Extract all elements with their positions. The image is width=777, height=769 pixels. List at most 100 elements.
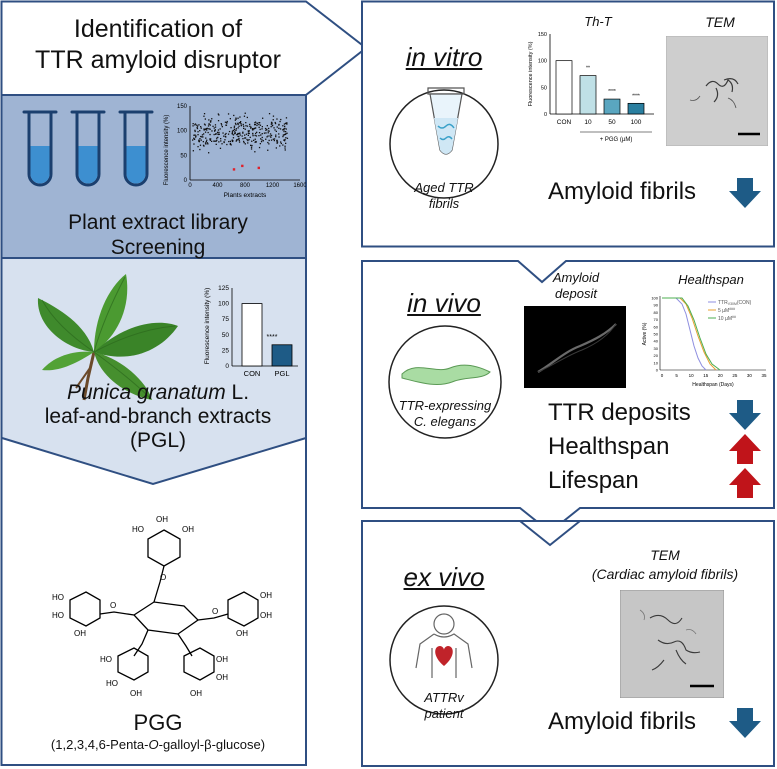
scatter-point: [225, 124, 228, 126]
svg-text:TTRV30M(CON): TTRV30M(CON): [718, 300, 752, 306]
scatter-point: [254, 151, 256, 153]
scatter-point: [263, 132, 266, 134]
scatter-point: [196, 124, 198, 126]
scatter-point: [229, 118, 231, 120]
scatter-point: [200, 127, 202, 129]
scatter-point: [285, 137, 287, 139]
scatter-point: [227, 133, 230, 135]
scatter-point: [261, 136, 263, 139]
scatter-point: [235, 128, 237, 130]
scatter-point: [245, 125, 247, 127]
scatter-point: [209, 124, 211, 126]
scatter-point: [202, 136, 204, 138]
scatter-point: [214, 130, 216, 132]
scatter-point: [243, 127, 245, 129]
scatter-point: [198, 139, 200, 141]
scatter-point: [199, 148, 201, 151]
scatter-point: [205, 128, 208, 130]
scatter-point: [246, 116, 248, 119]
scatter-point: [242, 132, 244, 134]
scatter-point: [258, 146, 261, 149]
invitro-sig: ****: [632, 93, 640, 99]
scatter-point: [279, 120, 281, 123]
scatter-point: [252, 135, 254, 137]
scatter-point: [272, 138, 274, 140]
scatter-point: [233, 125, 236, 127]
scatter-point: [273, 138, 276, 140]
scatter-point: [282, 134, 284, 136]
scatter-point: [278, 123, 280, 126]
test-tubes-icon: [22, 110, 154, 187]
scatter-point: [267, 141, 269, 144]
scatter-point: [209, 139, 211, 141]
scatter-point: [254, 138, 256, 140]
scatter-point: [213, 140, 215, 142]
scatter-point: [231, 130, 234, 132]
scatter-point: [215, 133, 217, 135]
scatter-point: [197, 131, 199, 133]
scatter-point: [227, 113, 230, 115]
scatter-point: [270, 126, 272, 128]
arrow-down-icon: [729, 178, 761, 208]
scatter-point: [237, 117, 239, 119]
scatter-point: [237, 127, 239, 129]
scatter-hit-point: [232, 168, 236, 171]
scatter-point: [205, 143, 207, 145]
pgl-sig: ****: [267, 334, 278, 341]
scatter-point: [218, 141, 220, 143]
scatter-point: [248, 139, 250, 141]
legend-con: (CON): [737, 300, 752, 306]
health-ytick: 10: [654, 360, 659, 365]
scatter-ylabel: Fluorescence intensity (%): [164, 115, 170, 186]
scatter-point: [248, 131, 250, 133]
invivo-circle: [388, 325, 502, 439]
scatter-point: [231, 132, 233, 135]
microtube-icon: [427, 87, 465, 155]
result-ttr-deposits: TTR deposits: [548, 399, 691, 426]
invivo-results: TTR deposits Healthspan Lifespan: [548, 396, 691, 498]
scatter-point: [280, 118, 282, 121]
scatter-point: [275, 147, 277, 149]
human-heart-icon: [415, 613, 473, 678]
scatter-point: [237, 123, 239, 125]
scatter-point: [243, 125, 245, 127]
scatter-point: [198, 140, 201, 142]
arrow-up-icon: [729, 468, 761, 498]
scatter-point: [275, 136, 277, 138]
scatter-point: [215, 133, 217, 135]
scatter-point: [244, 137, 247, 139]
scatter-point: [210, 120, 212, 122]
scatter-point: [262, 140, 264, 142]
scatter-point: [194, 124, 196, 126]
tem-title: TEM: [705, 14, 735, 30]
scatter-xtick: 400: [212, 183, 223, 189]
scatter-point: [239, 122, 241, 124]
scatter-point: [201, 134, 204, 136]
scatter-point: [203, 128, 205, 130]
scatter-point: [195, 136, 197, 138]
scatter-point: [272, 119, 274, 121]
header-title: Identification of TTR amyloid disruptor: [10, 14, 306, 76]
scatter-point: [270, 134, 273, 137]
scatter-point: [206, 139, 208, 141]
pgl-line2: leaf-and-branch extracts: [44, 405, 272, 428]
scatter-point: [250, 144, 252, 146]
health-ylabel: Active (%): [642, 322, 648, 345]
health-xtick: 20: [718, 373, 724, 378]
scatter-point: [283, 128, 285, 130]
scatter-point: [283, 139, 285, 141]
scatter-point: [269, 135, 271, 137]
scatter-point: [197, 146, 199, 148]
scatter-point: [268, 130, 270, 132]
scatter-point: [266, 128, 268, 130]
scatter-point: [203, 133, 205, 135]
scatter-point: [285, 142, 287, 144]
scatter-point: [286, 137, 289, 139]
scatter-point: [238, 141, 241, 143]
scatter-point: [203, 113, 206, 115]
scatter-point: [218, 131, 220, 134]
scatter-point: [213, 133, 215, 136]
scatter-point: [201, 136, 203, 138]
scatter-point: [256, 131, 258, 133]
